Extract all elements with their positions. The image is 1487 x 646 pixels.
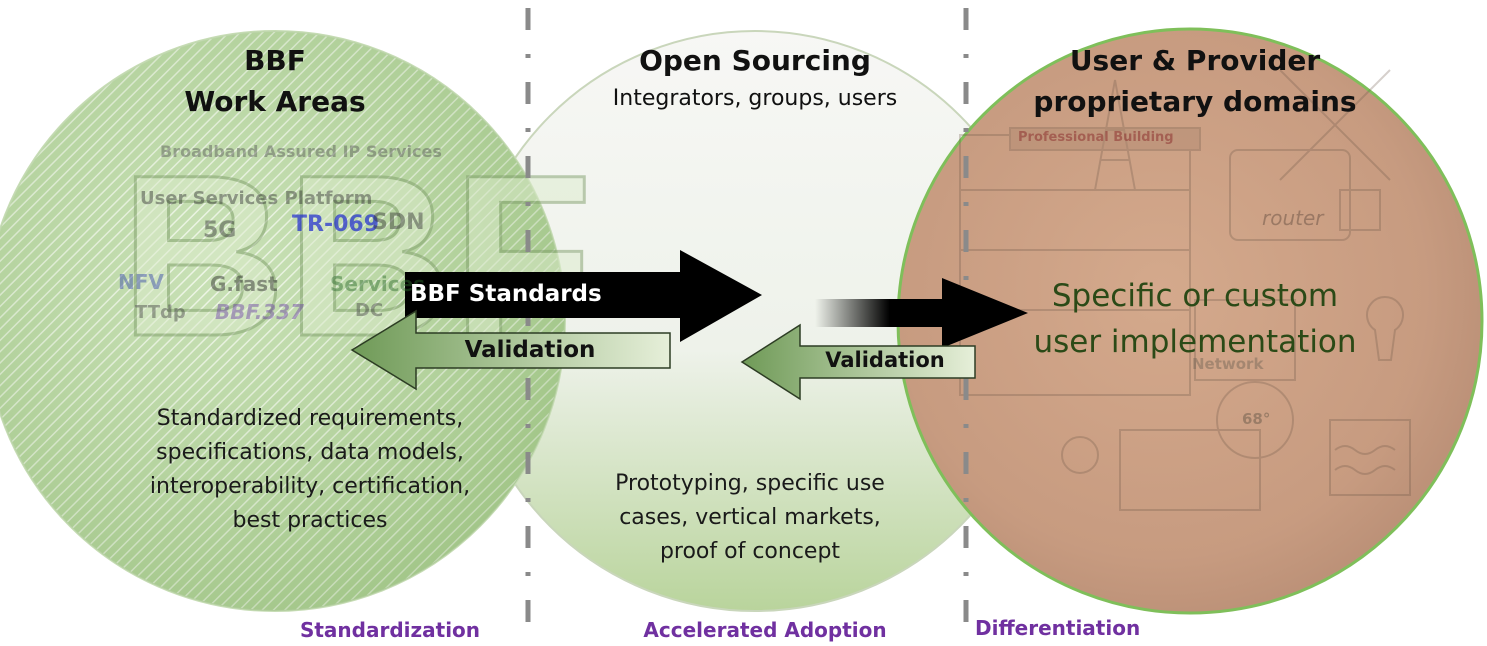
- right-collage-router-text: router: [1262, 206, 1325, 230]
- left-body-line1: Standardized requirements,: [156, 406, 464, 431]
- collage-text-network: Network: [1192, 355, 1264, 373]
- right-body-line1: Specific or custom: [1051, 278, 1339, 314]
- right-collage-photo: [959, 69, 1411, 511]
- left-body-line4: best practices: [232, 508, 388, 533]
- collage-text-services: Services: [330, 272, 426, 296]
- left-body-line2: specifications, data models,: [156, 440, 464, 465]
- collage-text-tr069: TR-069: [292, 212, 380, 237]
- collage-text-dc: DC: [355, 300, 384, 321]
- middle-title: Open Sourcing: [639, 44, 871, 77]
- left-body-line3: interoperability, certification,: [149, 474, 471, 499]
- footer-differentiation: Differentiation: [975, 616, 1141, 640]
- left-title-line1: BBF: [244, 44, 306, 77]
- collage-text-temperature: 68°: [1242, 410, 1271, 428]
- middle-body-line3: proof of concept: [659, 539, 841, 564]
- collage-text-bbf337: BBF.337: [215, 300, 305, 324]
- collage-text-sdn: SDN: [372, 210, 425, 235]
- standards-arrow: [405, 250, 762, 342]
- right-title-line2: proprietary domains: [1033, 85, 1357, 118]
- validation-arrow-left: [350, 309, 671, 391]
- collage-text-usp: User Services Platform: [140, 188, 373, 209]
- right-title-line1: User & Provider: [1069, 44, 1321, 77]
- implementation-arrow: [815, 278, 1028, 348]
- right-body-line2: user implementation: [1033, 324, 1357, 360]
- left-title-line2: Work Areas: [184, 85, 366, 118]
- collage-text-5g: 5G: [203, 218, 237, 243]
- validation-right-label: Validation: [825, 348, 945, 372]
- footer-accelerated-adoption: Accelerated Adoption: [643, 618, 887, 642]
- collage-text-nfv: NFV: [118, 270, 164, 294]
- validation-arrow-right: [740, 323, 976, 401]
- right-circle: router: [896, 27, 1484, 615]
- footer-standardization: Standardization: [299, 618, 481, 642]
- collage-text-professional-building: Professional Building: [1018, 130, 1174, 145]
- collage-text-gfast: G.fast: [210, 272, 278, 296]
- middle-body-line2: cases, vertical markets,: [619, 505, 881, 530]
- collage-text-assured-ip: Broadband Assured IP Services: [160, 142, 442, 161]
- collage-text-ttdp: TTdp: [135, 302, 186, 323]
- middle-subtitle: Integrators, groups, users: [612, 86, 898, 111]
- middle-body-line1: Prototyping, specific use: [615, 471, 885, 496]
- standards-arrow-label: BBF Standards: [410, 281, 602, 307]
- validation-left-label: Validation: [464, 337, 596, 363]
